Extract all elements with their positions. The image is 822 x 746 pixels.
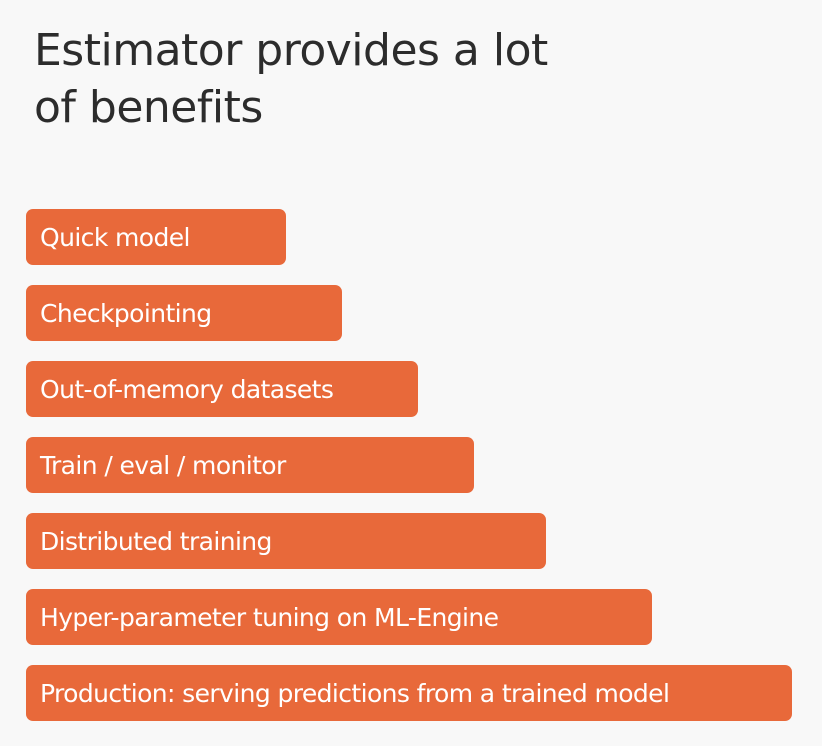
benefit-bar-hyperparameter-tuning: Hyper-parameter tuning on ML-Engine	[26, 589, 652, 645]
slide-title-line-1: Estimator provides a lot	[34, 25, 548, 76]
benefit-bar-out-of-memory-datasets: Out-of-memory datasets	[26, 361, 418, 417]
benefit-label: Train / eval / monitor	[40, 450, 286, 480]
benefit-bar-train-eval-monitor: Train / eval / monitor	[26, 437, 474, 493]
slide-title-line-2: of benefits	[34, 82, 263, 133]
benefit-label: Out-of-memory datasets	[40, 374, 334, 404]
benefit-bar-production-serving: Production: serving predictions from a t…	[26, 665, 792, 721]
benefit-label: Quick model	[40, 222, 190, 252]
benefit-label: Hyper-parameter tuning on ML-Engine	[40, 602, 499, 632]
benefit-bar-distributed-training: Distributed training	[26, 513, 546, 569]
benefit-label: Checkpointing	[40, 298, 212, 328]
benefit-bar-quick-model: Quick model	[26, 209, 286, 265]
benefit-label: Distributed training	[40, 526, 272, 556]
benefit-bar-checkpointing: Checkpointing	[26, 285, 342, 341]
benefits-list: Quick model Checkpointing Out-of-memory …	[26, 209, 796, 721]
benefit-label: Production: serving predictions from a t…	[40, 678, 670, 708]
slide-title: Estimator provides a lot of benefits	[34, 22, 774, 136]
